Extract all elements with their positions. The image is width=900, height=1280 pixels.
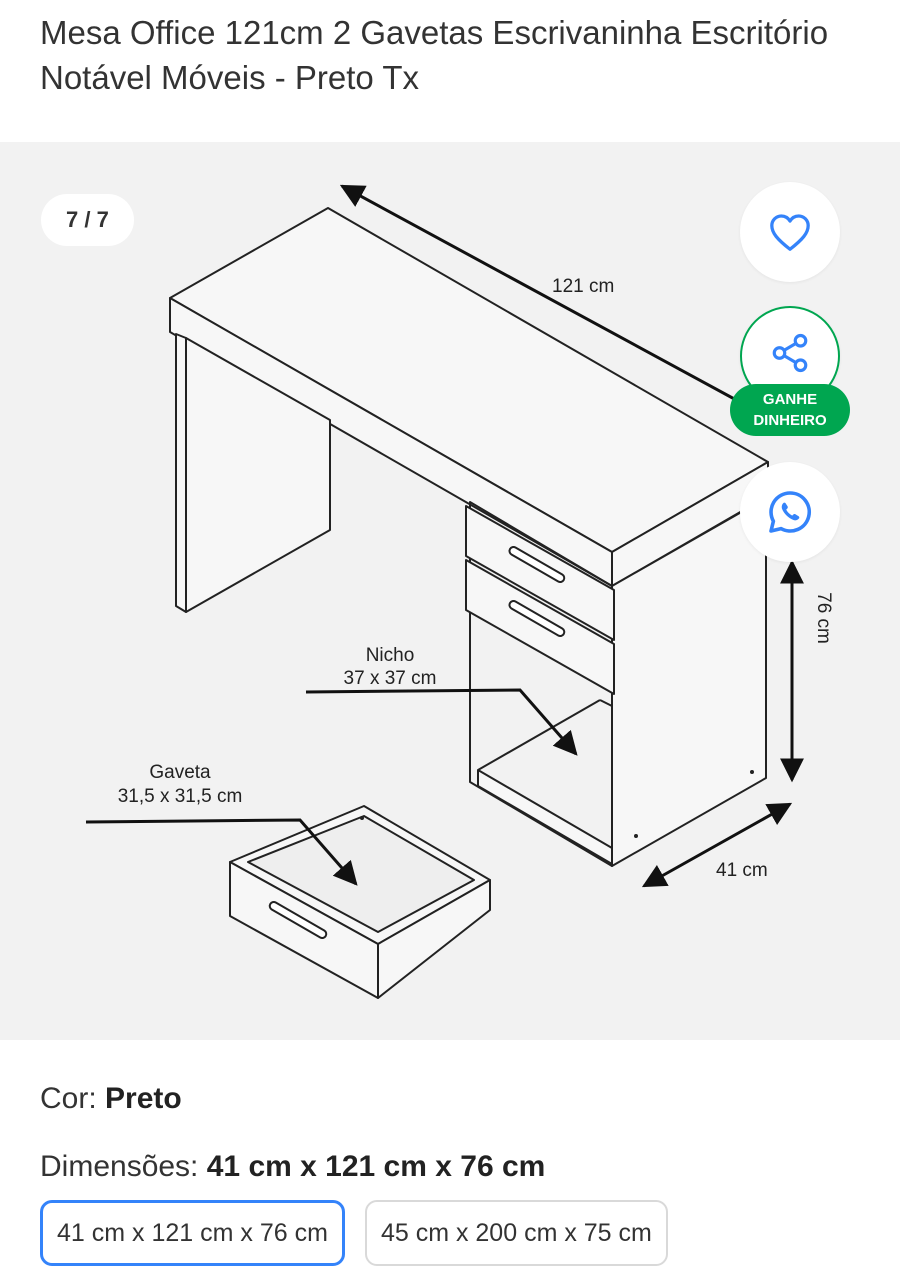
earn-badge-line1: GANHE xyxy=(762,391,818,408)
favorite-button[interactable] xyxy=(740,182,840,282)
label-niche-title: Nicho xyxy=(366,645,415,666)
label-width: 121 cm xyxy=(552,276,614,297)
dimensions-attribute: Dimensões: 41 cm x 121 cm x 76 cm xyxy=(40,1150,545,1184)
dimension-options: 41 cm x 121 cm x 76 cm 45 cm x 200 cm x … xyxy=(40,1200,668,1266)
image-counter: 7 / 7 xyxy=(41,194,134,246)
dimensions-label: Dimensões: xyxy=(40,1150,207,1183)
label-depth: 41 cm xyxy=(716,860,768,881)
label-drawer-size: 31,5 x 31,5 cm xyxy=(118,786,243,807)
share-icon xyxy=(772,333,808,373)
whatsapp-share-button[interactable] xyxy=(740,462,840,562)
dimension-option-1[interactable]: 41 cm x 121 cm x 76 cm xyxy=(40,1200,345,1266)
color-value: Preto xyxy=(105,1082,182,1115)
color-label: Cor: xyxy=(40,1082,106,1115)
dimension-option-2[interactable]: 45 cm x 200 cm x 75 cm xyxy=(364,1200,668,1266)
label-drawer-title: Gaveta xyxy=(149,762,211,783)
whatsapp-icon xyxy=(769,491,812,533)
color-attribute: Cor: Preto xyxy=(40,1082,182,1116)
desk-technical-drawing: 121 cm 76 cm 41 cm Nicho 37 x 37 cm Gave… xyxy=(85,184,834,999)
product-image-gallery[interactable]: 121 cm 76 cm 41 cm Nicho 37 x 37 cm Gave… xyxy=(0,142,900,1040)
label-height: 76 cm xyxy=(813,592,834,644)
earn-money-badge[interactable]: GANHE DINHEIRO xyxy=(730,384,850,436)
label-niche-size: 37 x 37 cm xyxy=(344,668,437,689)
heart-icon xyxy=(770,214,810,251)
product-title: Mesa Office 121cm 2 Gavetas Escrivaninha… xyxy=(40,14,829,96)
earn-badge-line2: DINHEIRO xyxy=(753,412,827,429)
dimensions-value: 41 cm x 121 cm x 76 cm xyxy=(206,1150,546,1183)
